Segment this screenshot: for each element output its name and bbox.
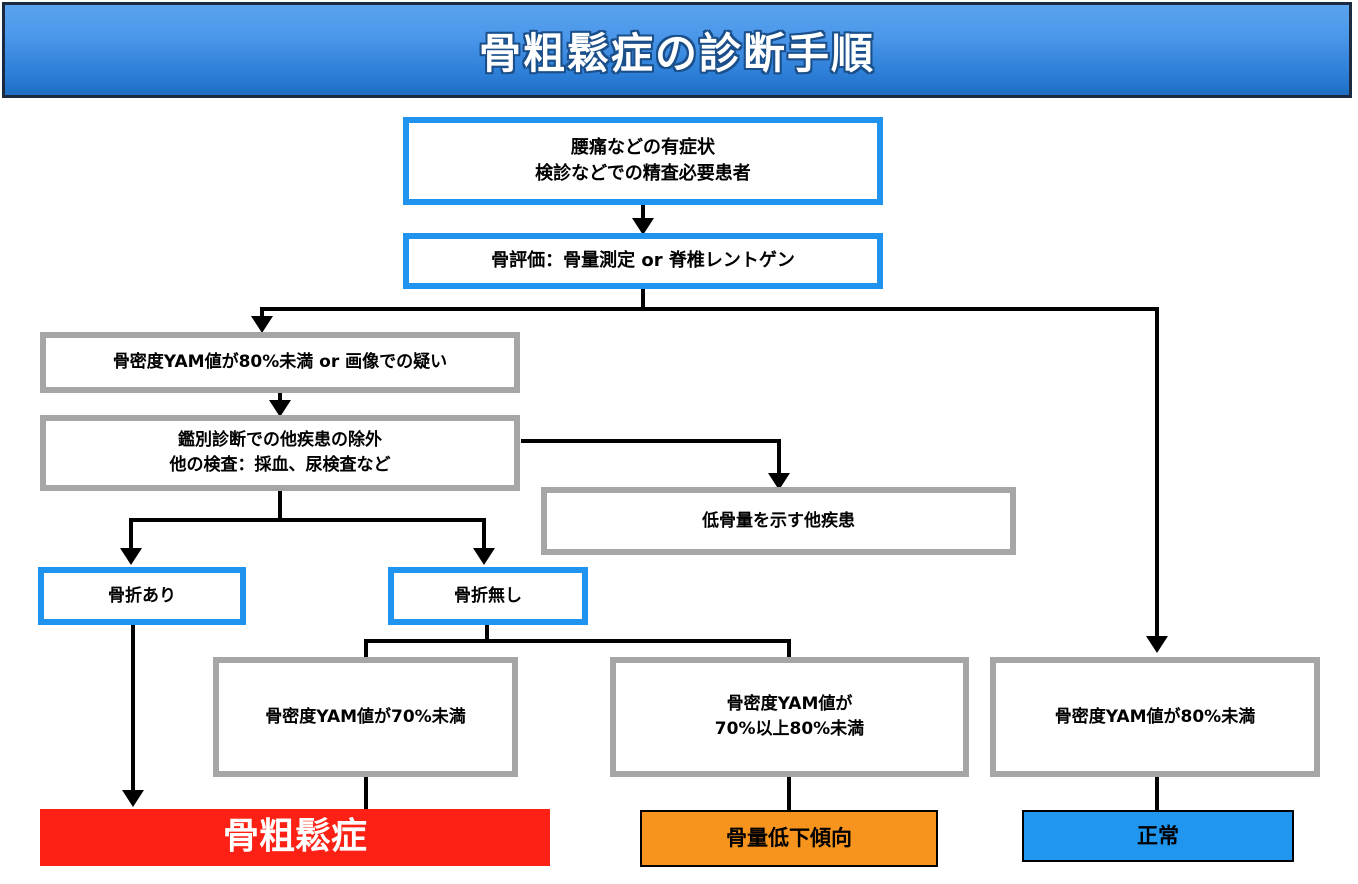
node-yam-under70-label: 骨密度YAM値が70%未満 [265, 706, 466, 727]
arrowhead-fork-to-fracture-yes [120, 548, 142, 565]
connector-bus-to-yam-under70 [364, 639, 368, 657]
node-yam-under80-label: 骨密度YAM値が80%未満 [1054, 706, 1256, 727]
node-fracture-yes-label: 骨折あり [108, 585, 176, 606]
connector-fracture-no-stem [485, 625, 489, 643]
connector-fork-to-fracture-yes [129, 518, 133, 550]
page-title: 骨粗鬆症の診断手順 [478, 28, 875, 78]
connector-differential-to-other-disease [521, 439, 781, 443]
node-yam-under80[interactable]: 骨密度YAM値が80%未満 [990, 657, 1320, 777]
node-result-low-bone-mass-label: 骨量低下傾向 [726, 826, 852, 851]
node-other-disease-label: 低骨量を示す他疾患 [702, 510, 855, 531]
node-fracture-no-label: 骨折無し [454, 585, 522, 606]
node-entry[interactable]: 腰痛などの有症状 検診などでの精査必要患者 [403, 117, 883, 205]
connector-entry-to-evaluation [641, 203, 645, 225]
node-fracture-yes[interactable]: 骨折あり [38, 567, 246, 625]
node-evaluation-label: 骨評価：骨量測定 or 脊椎レントゲン [491, 249, 795, 271]
node-yam80-or-image[interactable]: 骨密度YAM値が80%未満 or 画像での疑い [40, 332, 520, 393]
connector-yam-under70-to-result [364, 776, 368, 810]
connector-yam-under80-to-result [1155, 776, 1159, 810]
connector-evaluation-bus [260, 307, 1159, 311]
node-result-normal[interactable]: 正常 [1022, 810, 1294, 862]
connector-differential-stem [278, 490, 282, 522]
node-fracture-no[interactable]: 骨折無し [388, 567, 588, 625]
connector-bus-to-yam80 [260, 307, 264, 321]
connector-evaluation-stem [641, 288, 645, 311]
node-yam-70-to-80-label: 骨密度YAM値が 70%以上80%未満 [714, 694, 865, 739]
connector-fork-to-fracture-no [482, 518, 486, 550]
arrowhead-differential-to-other-disease [768, 473, 790, 490]
node-yam-70-to-80[interactable]: 骨密度YAM値が 70%以上80%未満 [610, 657, 969, 777]
node-yam-under70[interactable]: 骨密度YAM値が70%未満 [213, 657, 518, 777]
node-result-low-bone-mass[interactable]: 骨量低下傾向 [640, 810, 938, 867]
connector-bus-to-yam-70-80 [787, 639, 791, 657]
connector-fracture-fork-bus [129, 518, 486, 522]
arrowhead-bus-to-yam-under80 [1146, 636, 1168, 653]
node-result-osteoporosis[interactable]: 骨粗鬆症 [40, 809, 550, 866]
arrowhead-entry-to-evaluation [632, 218, 654, 235]
page-title-banner: 骨粗鬆症の診断手順 [2, 2, 1352, 98]
node-other-disease[interactable]: 低骨量を示す他疾患 [541, 487, 1016, 555]
connector-bus-to-yam-under80 [1155, 307, 1159, 638]
connector-fracture-no-bus [364, 639, 791, 643]
node-evaluation[interactable]: 骨評価：骨量測定 or 脊椎レントゲン [403, 233, 883, 289]
node-result-normal-label: 正常 [1137, 823, 1179, 848]
node-entry-label: 腰痛などの有症状 検診などでの精査必要患者 [535, 136, 751, 184]
connector-yam-70-80-to-result [787, 776, 791, 810]
arrowhead-fracture-yes-to-result [122, 790, 144, 807]
arrowhead-fork-to-fracture-no [473, 548, 495, 565]
node-yam80-or-image-label: 骨密度YAM値が80%未満 or 画像での疑い [112, 352, 448, 373]
connector-yam80-to-differential [278, 392, 282, 404]
node-differential[interactable]: 鑑別診断での他疾患の除外 他の検査：採血、尿検査など [40, 415, 520, 491]
arrowhead-bus-to-yam80 [251, 316, 273, 333]
arrowhead-yam80-to-differential [269, 400, 291, 417]
node-result-osteoporosis-label: 骨粗鬆症 [222, 816, 367, 858]
node-differential-label: 鑑別診断での他疾患の除外 他の検査：採血、尿検査など [169, 430, 391, 475]
connector-fracture-yes-to-result [131, 625, 135, 792]
connector-other-disease-drop [777, 439, 781, 477]
